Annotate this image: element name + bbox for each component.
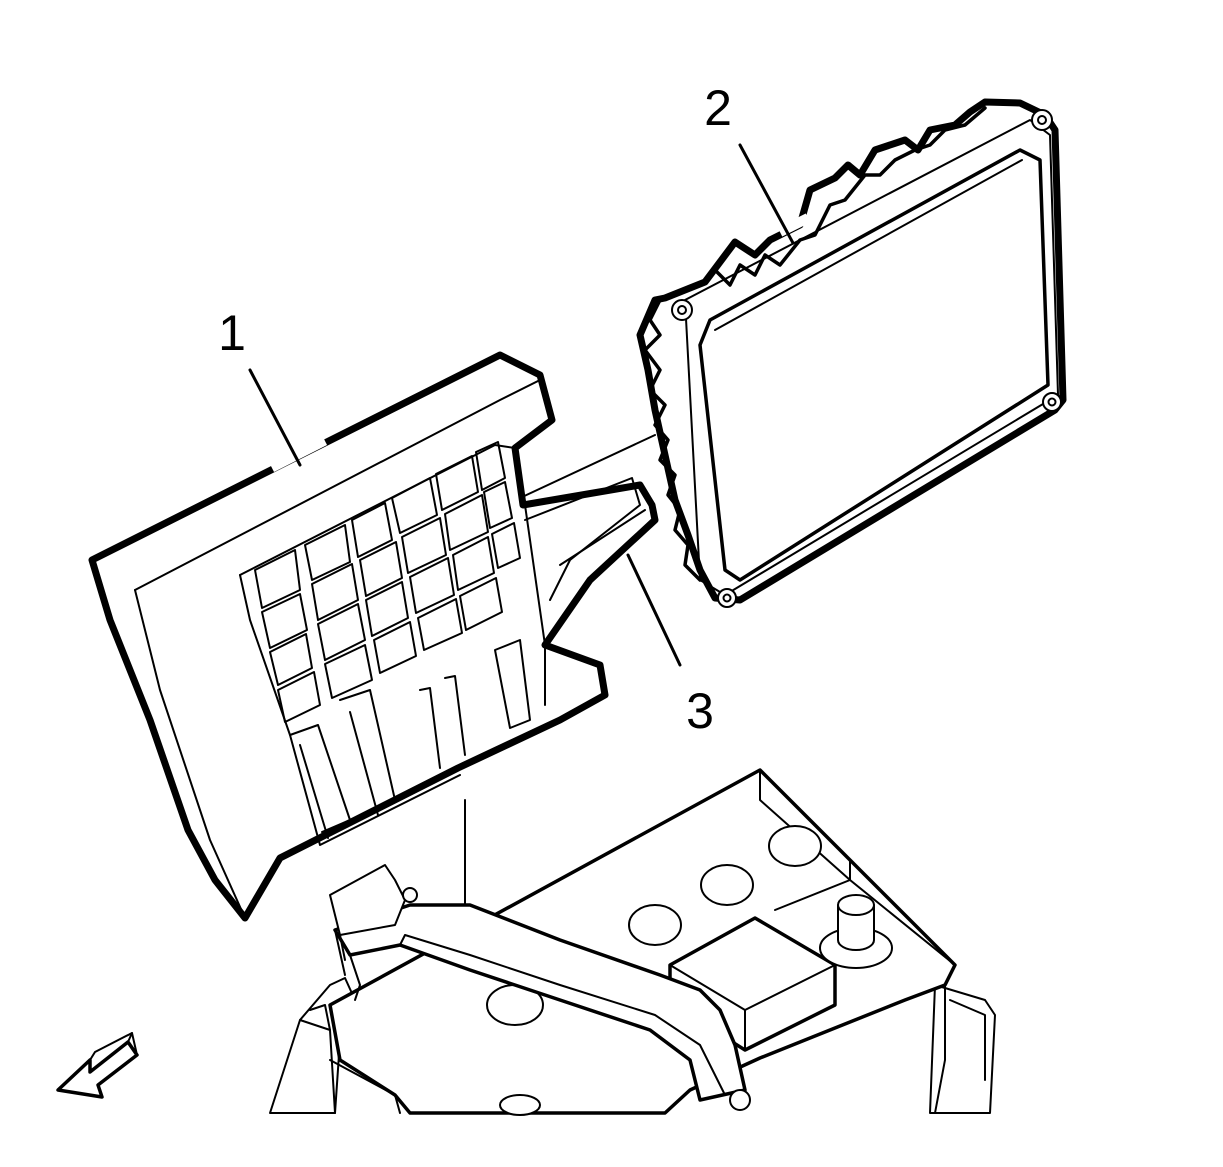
callout-label-3: 3	[686, 683, 714, 739]
module-bracket-outline	[88, 351, 659, 922]
bracket-ribs	[289, 639, 531, 839]
assembly-line	[519, 434, 656, 499]
leader-line-1	[248, 368, 302, 467]
control-module	[636, 98, 1067, 608]
leader-line-2	[738, 143, 795, 245]
mounting-screw	[717, 588, 737, 608]
front-direction-arrow-icon	[56, 1032, 139, 1099]
mounting-screw	[1031, 109, 1053, 131]
leader-line-3	[626, 553, 682, 667]
vent-cap	[768, 825, 822, 867]
mounting-screw	[1042, 392, 1062, 412]
callout-label-2: 2	[704, 80, 732, 136]
battery	[269, 768, 996, 1116]
grid-cells	[254, 441, 521, 723]
hold-down-strap	[333, 903, 747, 1102]
callout-label-1: 1	[218, 305, 246, 361]
control-module-lid	[698, 148, 1050, 582]
battery-terminal	[819, 894, 893, 969]
vent-cap	[700, 864, 754, 906]
module-bracket	[88, 351, 659, 922]
mounting-screw	[671, 299, 693, 321]
leader-lines	[248, 143, 795, 906]
vent-cap	[628, 904, 682, 946]
